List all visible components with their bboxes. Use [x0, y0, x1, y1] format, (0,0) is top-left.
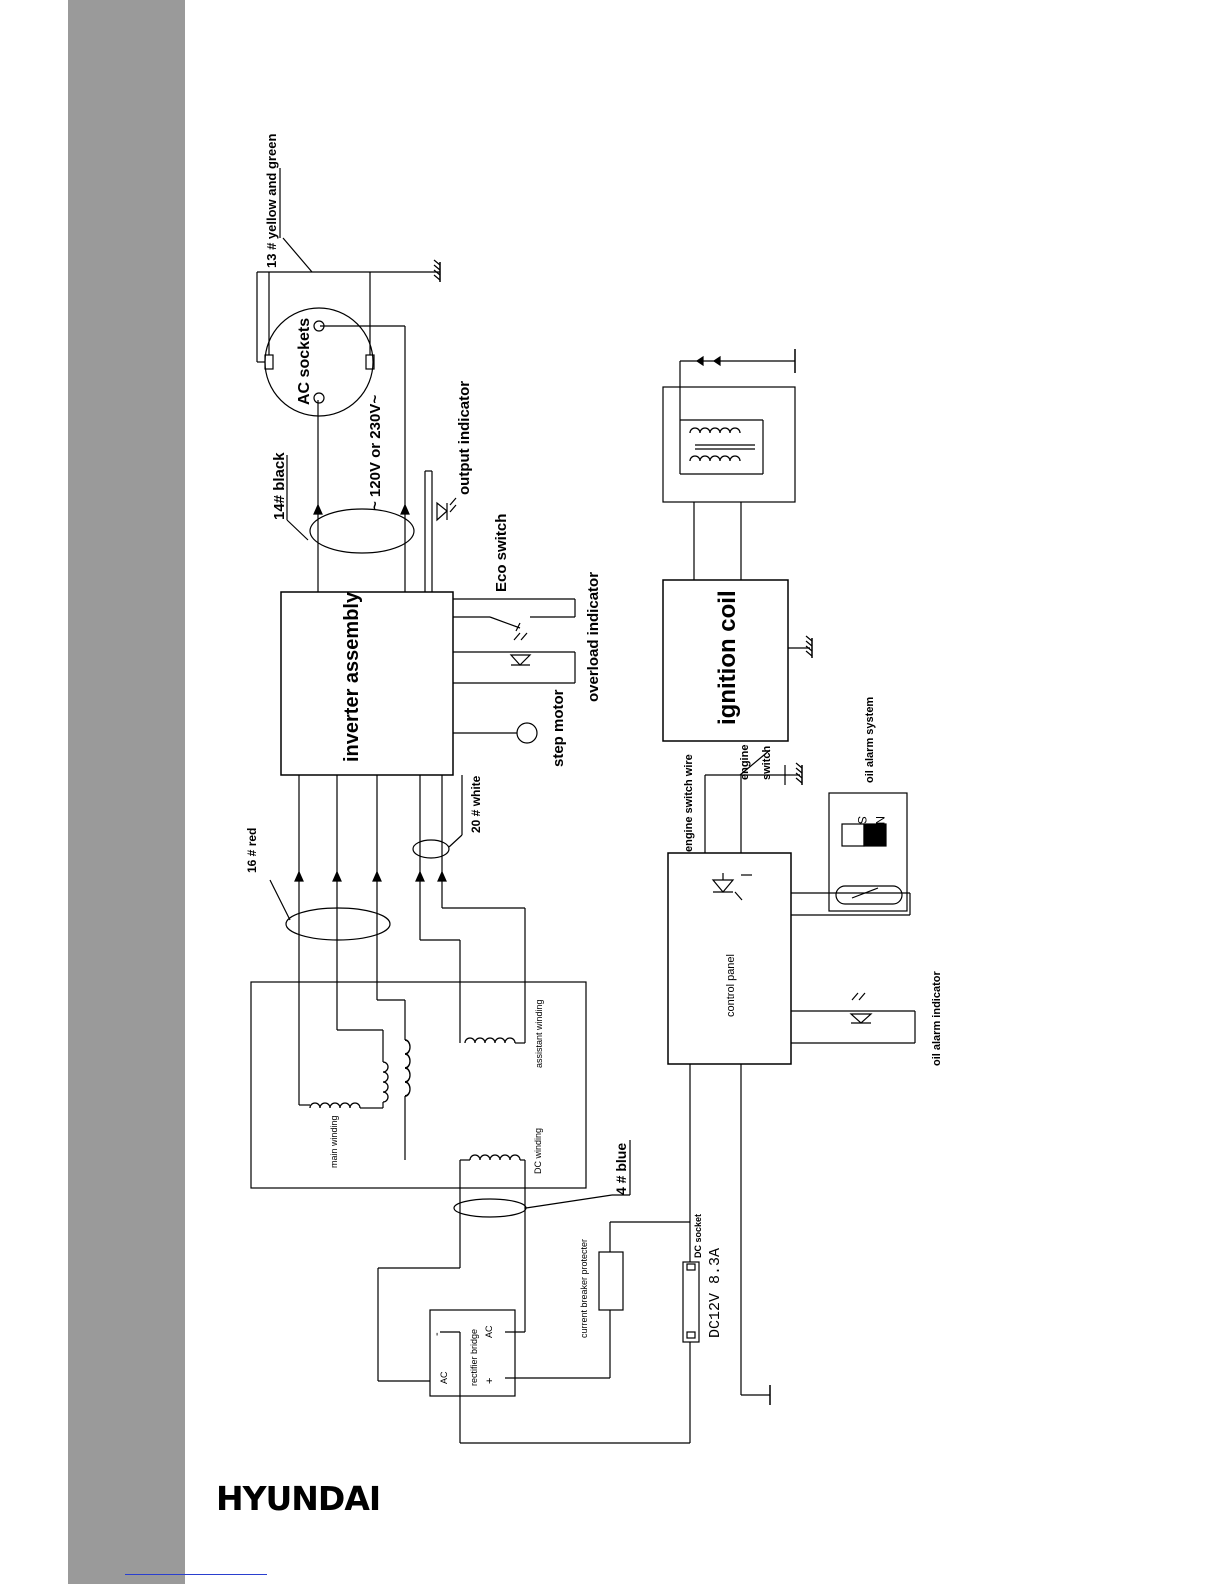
hyundai-logo-text: HYUNDAI [216, 1483, 380, 1515]
step-motor-symbol [516, 722, 538, 744]
control-panel-label: control panel [725, 954, 737, 1017]
oil-alarm-indicator-led [849, 1013, 873, 1024]
eco-switch-label: Eco switch [493, 514, 510, 592]
engine-switch-wire-label: engine switch wire [683, 754, 695, 852]
magnet-n-label: N [873, 816, 887, 825]
ac-socket [264, 307, 374, 417]
rectifier-minus-label: - [431, 1332, 443, 1336]
rectifier-ac-top-label: AC [484, 1325, 494, 1338]
hyundai-logo: HYUNDAI [216, 1483, 381, 1515]
overload-indicator-led [509, 654, 532, 666]
rectifier-bridge-label: rectifier bridge [469, 1329, 479, 1386]
step-motor-label: step motor [550, 689, 567, 767]
black-wire-bundle [309, 508, 415, 554]
current-breaker-label: current breaker protecter [579, 1239, 589, 1338]
rectifier-plus-label: + [484, 1378, 496, 1384]
inverter-assembly-label: inverter assembly [341, 591, 363, 762]
page-sidebar-band [68, 0, 185, 1584]
engine-switch-label-2: switch [761, 745, 773, 780]
dc-socket-label: DC socket [693, 1214, 703, 1258]
inverter-assembly-box [280, 591, 454, 776]
oil-alarm-system-box [828, 792, 908, 912]
ignition-coil-box [662, 579, 789, 742]
footer-link-underline[interactable] [125, 1574, 267, 1575]
current-breaker-protecter [598, 1251, 624, 1311]
black-wire-label: 14# black [271, 452, 288, 520]
output-voltage-label: ~ 120V or 230V~ [367, 395, 384, 510]
magnet-s-label: S [855, 816, 869, 824]
generator-windings-box [250, 981, 587, 1189]
control-panel-box [667, 852, 792, 1065]
rectifier-bridge [429, 1309, 516, 1397]
blue-wire-bundle [453, 1198, 527, 1218]
red-wire-label: 16 # red [245, 828, 259, 873]
spark-plug-transformer [662, 386, 796, 503]
oil-alarm-system-label: oil alarm system [864, 697, 876, 783]
engine-switch-label-1: engine [739, 745, 751, 780]
red-wire-bundle [285, 907, 391, 941]
assistant-winding-label: assistant winding [534, 999, 544, 1068]
dc-socket [682, 1261, 700, 1343]
ignition-coil-label: ignition coil [714, 590, 741, 725]
dc-winding-label: DC winding [533, 1128, 543, 1174]
oil-alarm-indicator-label: oil alarm indicator [931, 971, 943, 1066]
oil-alarm-float-switch [835, 885, 903, 905]
main-winding-label: main winding [329, 1115, 339, 1168]
dc-rating-label: DC12V 8.3A [707, 1248, 724, 1338]
output-indicator-label: output indicator [456, 381, 473, 495]
output-indicator-led [436, 501, 448, 522]
white-wire-bundle [412, 839, 450, 859]
overload-indicator-label: overload indicator [585, 572, 602, 702]
rectifier-ac-bottom-label: AC [439, 1371, 449, 1384]
ac-sockets-label: AC sockets [296, 318, 313, 405]
white-wire-label: 20 # white [469, 775, 483, 833]
blue-wire-label: 4 # blue [613, 1143, 629, 1195]
ground-wire-label: 13 # yellow and green [264, 134, 279, 268]
